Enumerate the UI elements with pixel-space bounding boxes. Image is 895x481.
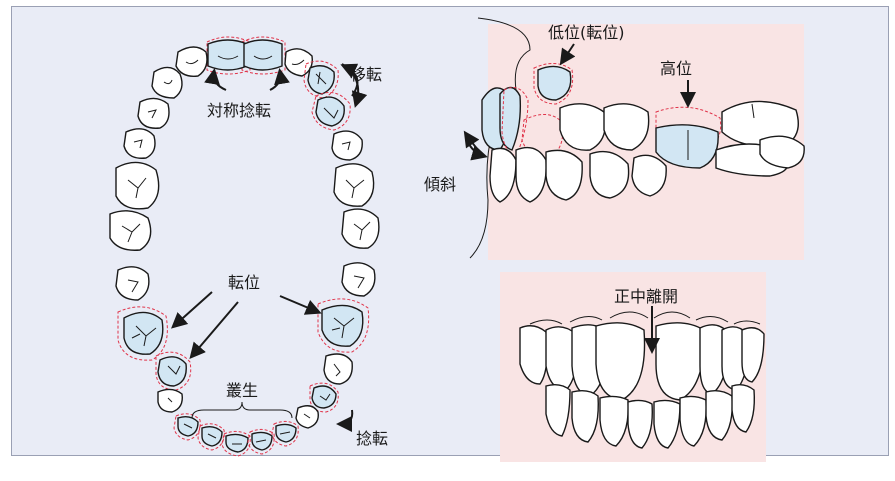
label-inclination: 傾斜: [424, 175, 456, 194]
label-infraversion: 低位(転位): [548, 23, 625, 42]
label-transfer: 移転: [350, 65, 382, 84]
upper-arch: [110, 37, 379, 250]
side-view-panel: [470, 18, 804, 260]
label-crowding: 叢生: [226, 381, 258, 400]
label-symmetric-rotation: 対称捻転: [207, 101, 271, 120]
label-rotation: 捻転: [356, 429, 388, 448]
label-supraversion: 高位: [660, 59, 692, 78]
label-diastema: 正中離開: [614, 287, 678, 306]
label-displacement: 転位: [228, 273, 260, 292]
